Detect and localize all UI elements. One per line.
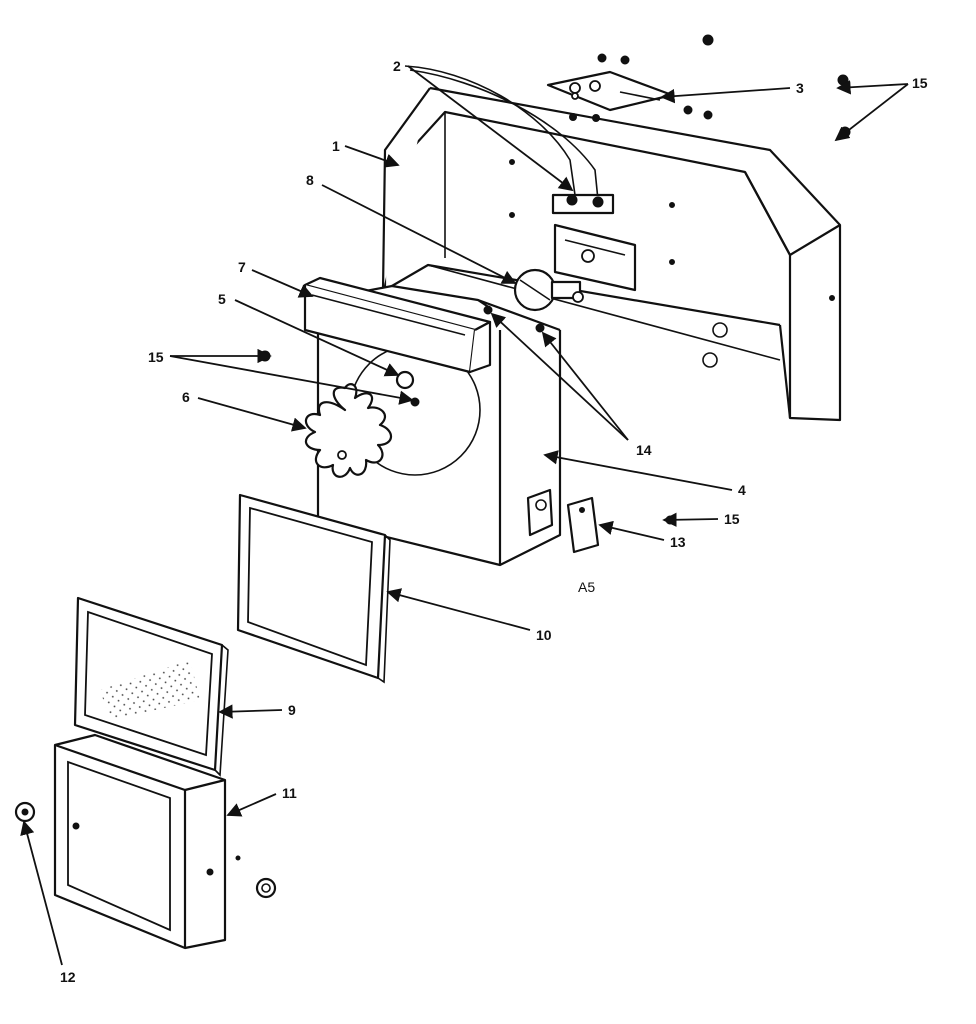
callout-labels: 1 2 3 4 5 6 7 8 9 10 11 12 13 14 15 15 1… [60, 58, 928, 985]
callout-9: 9 [288, 702, 296, 718]
callout-4: 4 [738, 482, 746, 498]
callout-8: 8 [306, 172, 314, 188]
limit-control [513, 268, 584, 312]
callout-15-right: 15 [724, 511, 740, 527]
heating-element [303, 276, 492, 374]
callout-10: 10 [536, 627, 552, 643]
callout-11: 11 [282, 785, 297, 801]
diagram-code: A5 [578, 579, 595, 595]
callout-5: 5 [218, 291, 226, 307]
leader-lines [20, 65, 909, 966]
switch-plate [546, 70, 674, 112]
side-bracket [566, 496, 600, 554]
grille-screen [73, 596, 229, 777]
callout-2: 2 [393, 58, 401, 74]
front-frame [53, 733, 241, 950]
callout-14: 14 [636, 442, 652, 458]
filter-panel [236, 493, 391, 684]
callout-13: 13 [670, 534, 686, 550]
fan-blade [304, 383, 393, 478]
callout-15-top: 15 [912, 75, 928, 91]
callout-7: 7 [238, 259, 246, 275]
top-screws [569, 34, 714, 122]
callout-15-left: 15 [148, 349, 164, 365]
callout-6: 6 [182, 389, 190, 405]
callout-3: 3 [796, 80, 804, 96]
control-knob [14, 801, 36, 823]
wire-harness [404, 65, 615, 215]
loose-knob [255, 877, 277, 899]
callout-12: 12 [60, 969, 76, 985]
callout-1: 1 [332, 138, 340, 154]
mounting-bracket [553, 223, 637, 292]
